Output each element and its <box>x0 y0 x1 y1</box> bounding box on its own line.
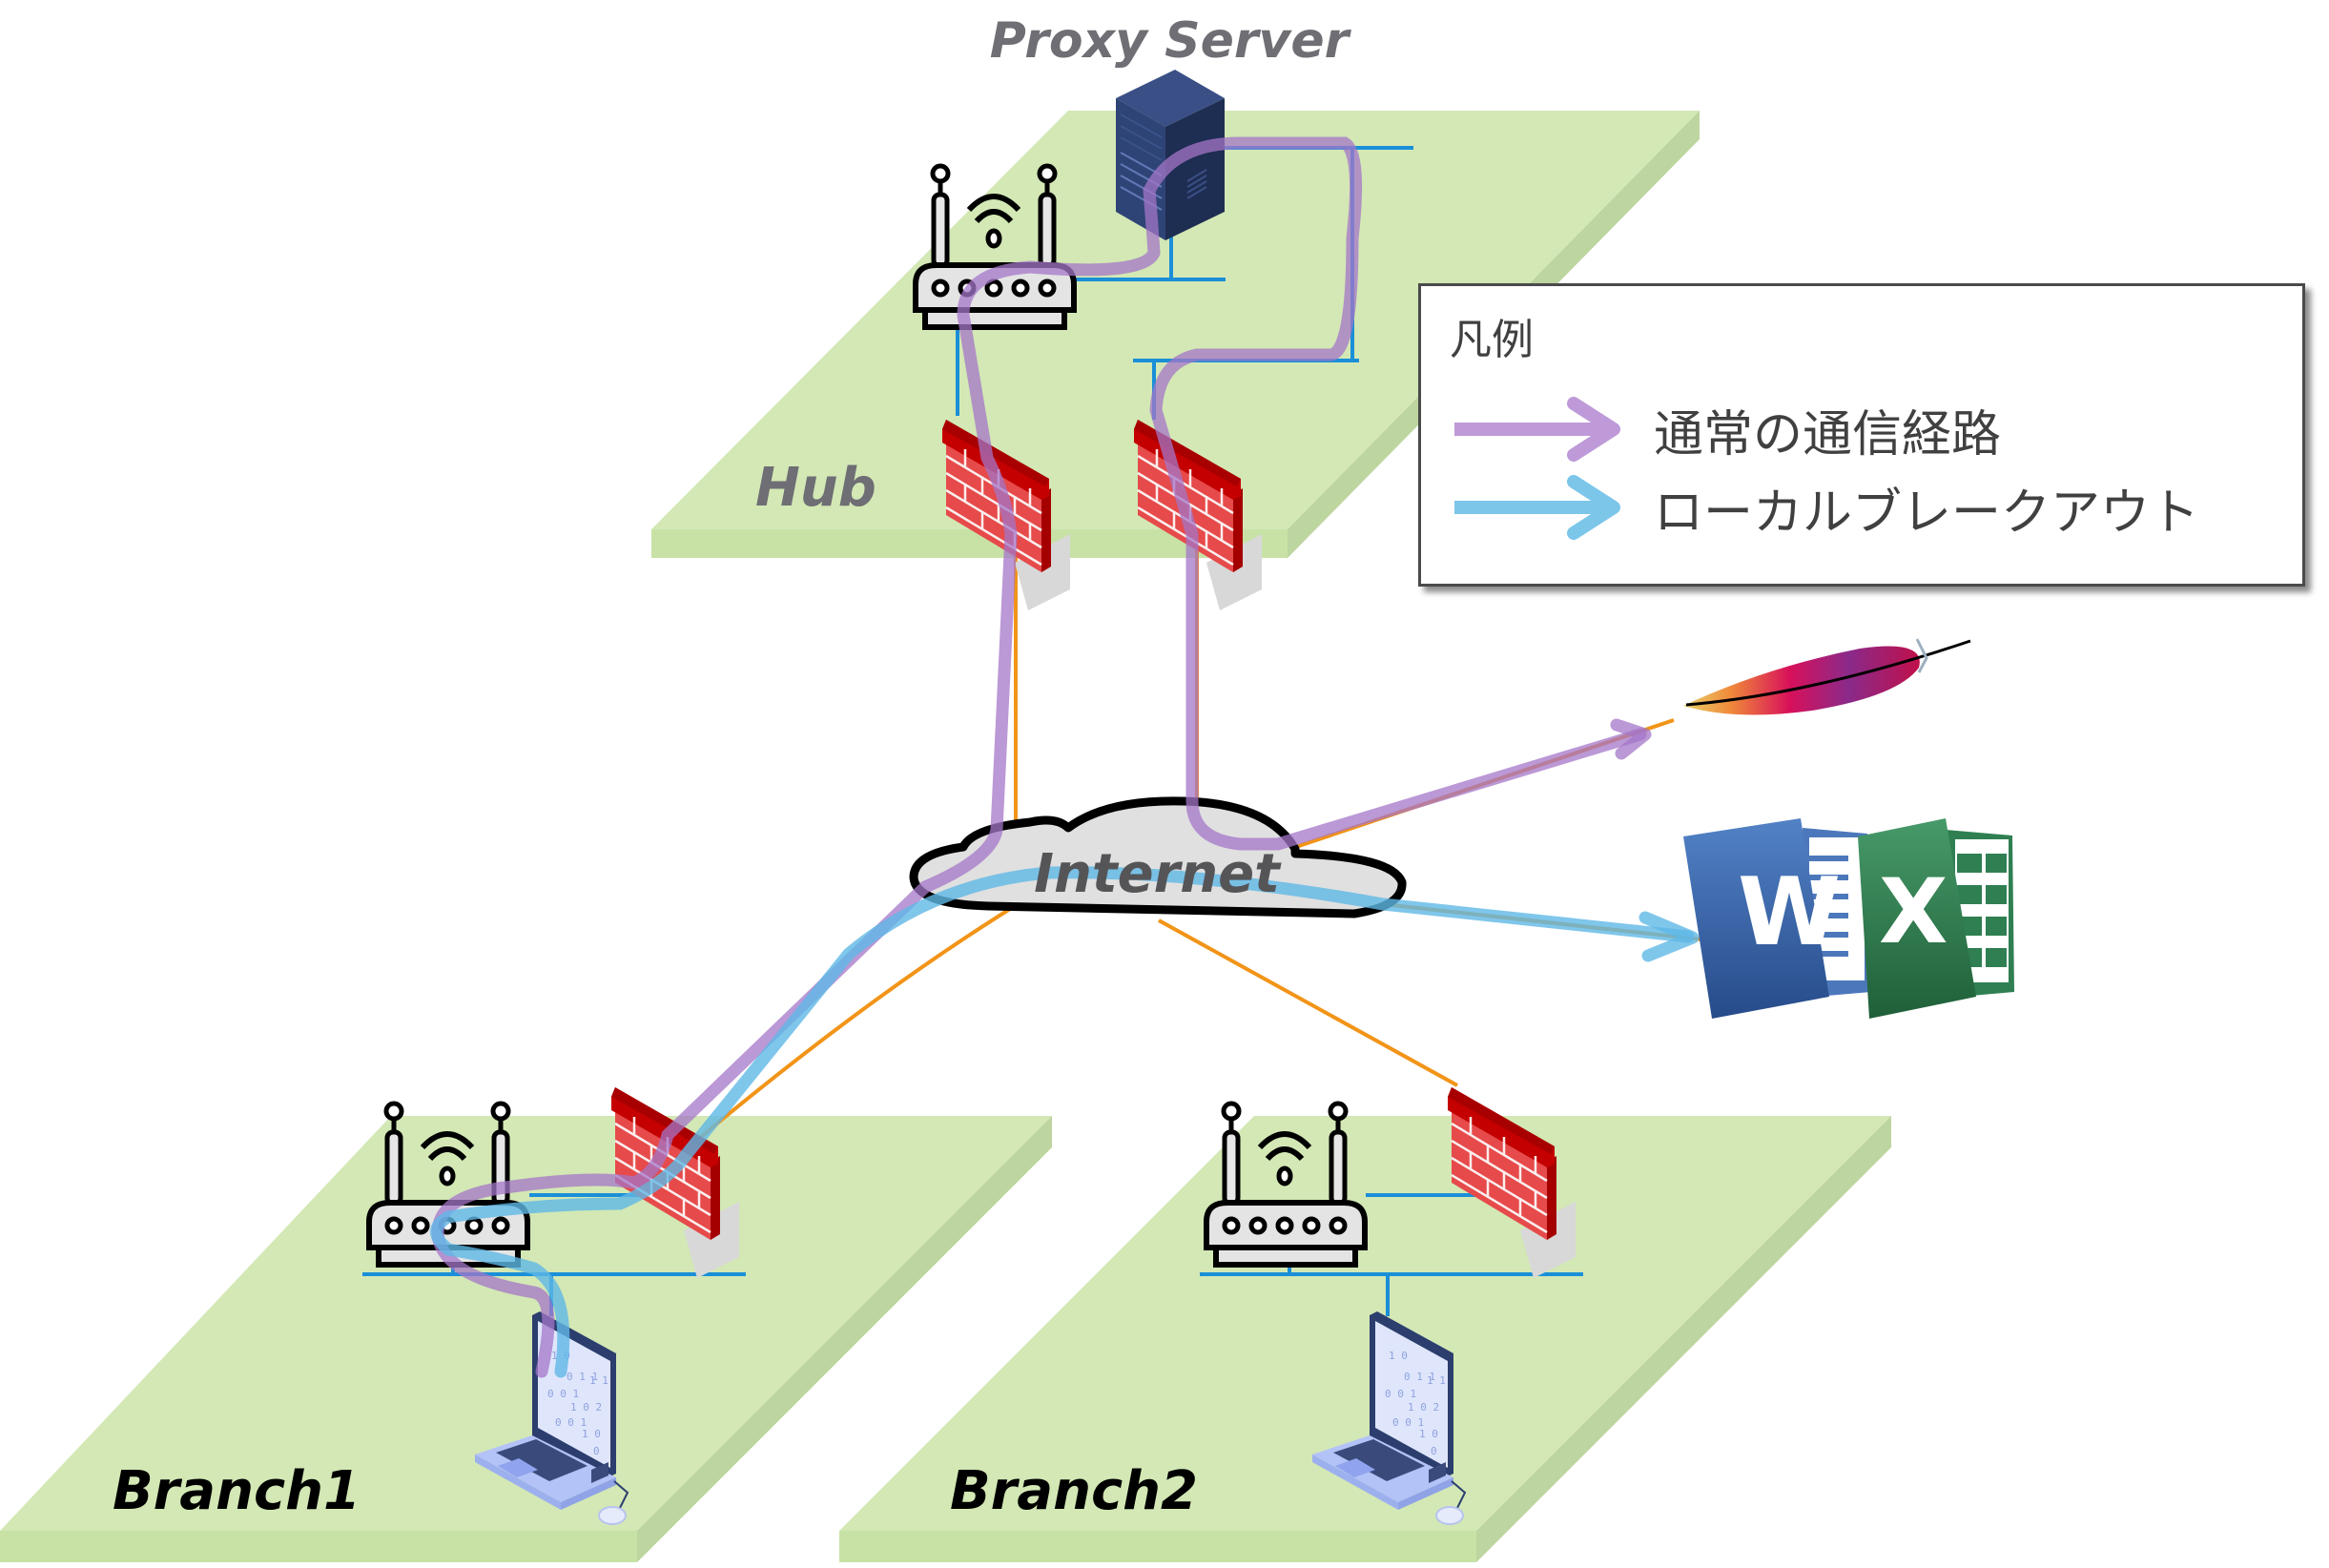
excel-icon: X <box>1858 818 2014 1019</box>
purple-arrow-icon <box>1454 397 1620 462</box>
legend-item-normal: 通常の通信経路 <box>1450 391 2001 467</box>
wan-line-branch2 <box>1158 918 1458 1087</box>
word-icon: W <box>1683 818 1871 1019</box>
apache-feather-icon <box>1683 638 1971 715</box>
branch2-label: Branch2 <box>950 1460 1198 1522</box>
breakout-paths <box>430 866 1700 1378</box>
branch1-platform <box>0 1116 1052 1562</box>
svg-text:W: W <box>1738 858 1841 967</box>
breakout-path <box>430 866 1695 1378</box>
proxy-server-icon <box>1116 70 1225 240</box>
branch2-platform <box>839 1116 1891 1562</box>
proxy-server-label: Proxy Server <box>990 12 1352 70</box>
branch1-label: Branch1 <box>113 1460 361 1522</box>
legend-item-breakout: ローカルブレークアウト <box>1450 469 2199 546</box>
internet-label: Internet <box>1034 843 1282 905</box>
breakout-path-arrowhead <box>1639 911 1700 962</box>
legend: 凡例 通常の通信経路 ローカルブレークアウト <box>1418 283 2305 587</box>
legend-title: 凡例 <box>1450 316 1534 364</box>
blue-arrow-icon <box>1454 475 1620 540</box>
normal-path <box>431 136 1647 1378</box>
legend-label-breakout: ローカルブレークアウト <box>1654 484 2200 542</box>
word-excel-icon: W X <box>1683 818 2014 1019</box>
hub-label: Hub <box>755 457 876 519</box>
normal-paths <box>431 136 1652 1378</box>
normal-path-arrowhead <box>1610 718 1652 760</box>
legend-label-normal: 通常の通信経路 <box>1654 405 2002 464</box>
svg-text:X: X <box>1879 860 1948 964</box>
